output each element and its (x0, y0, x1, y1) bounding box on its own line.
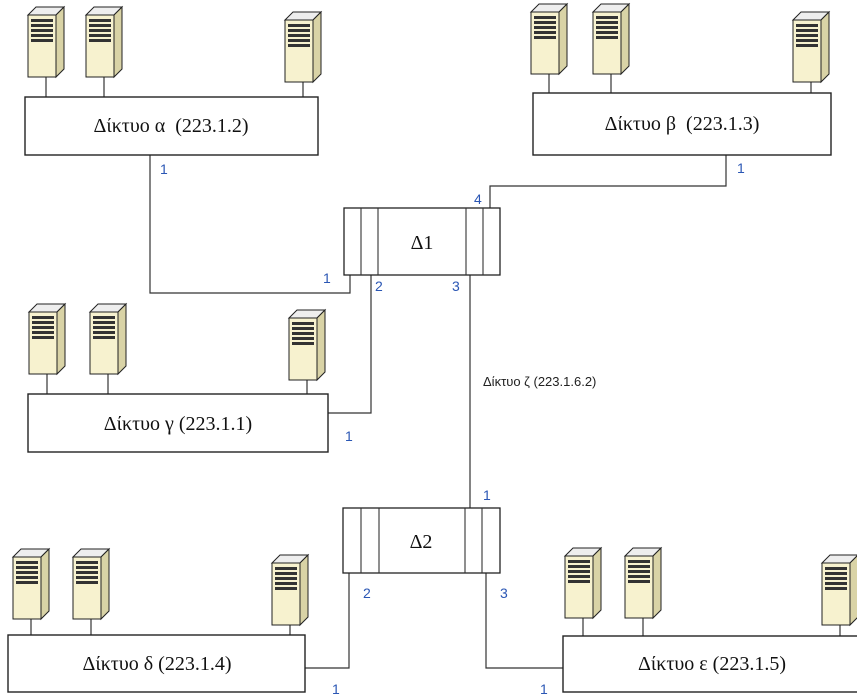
port-r2-2: 2 (363, 585, 371, 601)
servers-alpha (27, 6, 322, 83)
server-icon (271, 554, 309, 626)
server-icon (27, 6, 65, 78)
link-r2-epsilon (485, 573, 563, 669)
router-r2: Δ2 (342, 507, 501, 574)
network-gamma: Δίκτυο γ (223.1.1) (27, 393, 329, 453)
network-delta-label: Δίκτυο δ (223.1.4) (82, 653, 231, 675)
link-r2-delta (305, 573, 350, 669)
server-icon (821, 554, 857, 626)
servers-gamma (28, 303, 326, 381)
server-icon (72, 548, 110, 620)
port-alpha: 1 (160, 161, 168, 177)
server-icon (564, 547, 602, 619)
servers-delta (12, 548, 309, 626)
port-r1-1: 1 (323, 270, 331, 286)
port-delta: 1 (332, 681, 340, 696)
link-gamma-r1 (328, 275, 372, 414)
server-drops (30, 72, 841, 636)
port-beta: 1 (737, 160, 745, 176)
server-icon (28, 303, 66, 375)
network-alpha-label: Δίκτυο α (223.1.2) (93, 115, 248, 137)
server-icon (85, 6, 123, 78)
server-icon (530, 3, 568, 75)
network-gamma-label: Δίκτυο γ (223.1.1) (104, 413, 252, 435)
router-r2-label: Δ2 (410, 531, 433, 553)
router-r1: Δ1 (343, 207, 501, 276)
server-icon (792, 11, 830, 83)
port-gamma: 1 (345, 428, 353, 444)
port-r1-3: 3 (452, 278, 460, 294)
servers-epsilon (564, 547, 857, 626)
port-r1-2: 2 (375, 278, 383, 294)
network-epsilon-label: Δίκτυο ε (223.1.5) (638, 653, 786, 675)
port-r2-1: 1 (483, 487, 491, 503)
network-beta-label: Δίκτυο β (223.1.3) (605, 113, 760, 135)
server-icon (284, 11, 322, 83)
server-icon (89, 303, 127, 375)
network-zeta-label: Δίκτυο ζ (223.1.6.2) (483, 374, 596, 389)
link-alpha-r1 (149, 155, 351, 294)
network-alpha: Δίκτυο α (223.1.2) (24, 96, 319, 156)
server-icon (592, 3, 630, 75)
port-r2-3: 3 (500, 585, 508, 601)
servers-beta (530, 3, 830, 83)
port-r1-4: 4 (474, 191, 482, 207)
server-icon (624, 547, 662, 619)
port-epsilon: 1 (540, 681, 548, 696)
server-icon (288, 309, 326, 381)
link-beta-r1 (489, 155, 727, 208)
server-icon (12, 548, 50, 620)
network-delta: Δίκτυο δ (223.1.4) (7, 634, 306, 693)
network-beta: Δίκτυο β (223.1.3) (532, 92, 832, 156)
router-r1-label: Δ1 (411, 232, 434, 254)
network-epsilon: Δίκτυο ε (223.1.5) (562, 635, 857, 693)
